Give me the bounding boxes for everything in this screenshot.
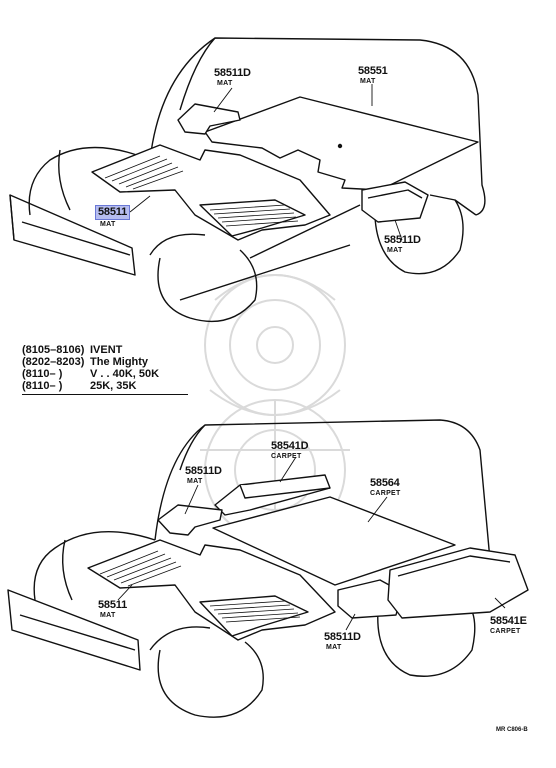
applicability-row: (8110– ) V . . 40K, 50K [22,368,159,380]
callout-58564-bottom: 58564 CARPET [370,477,401,498]
mat-58511d-upper-shape [177,103,241,135]
applicability-range: (8202–8203) [22,356,85,368]
part-type: MAT [100,221,116,228]
part-number: 58511D [324,631,361,643]
callout-58511d-top-upper: 58511D MAT [214,67,251,88]
applicability-range: (8110– ) [22,380,63,392]
callout-58511d-bottom-right: 58511D MAT [324,631,361,652]
part-type: MAT [360,78,376,85]
carpet-58541e-shape [387,547,529,619]
part-number: 58564 [370,477,400,489]
applicability-underline [22,394,188,395]
applicability-range: (8110– ) [22,368,63,380]
part-type: MAT [187,478,203,485]
carpet-58541d-shape [214,474,331,516]
applicability-range: (8105–8106) [22,344,85,356]
applicability-row: (8105–8106) IVENT [22,344,159,356]
applicability-desc: IVENT [90,344,123,356]
part-type: CARPET [370,490,401,497]
callout-58551-top: 58551 MAT [358,65,388,86]
part-number: 58511D [384,234,421,246]
applicability-table: (8105–8106) IVENT (8202–8203) The Mighty… [22,344,188,395]
part-type: MAT [326,644,342,651]
callout-58511-bottom: 58511 MAT [98,599,127,620]
part-type: CARPET [490,628,521,635]
mat-58511d-bottom-upper-shape [157,504,223,536]
callout-58511d-top-right: 58511D MAT [384,234,421,255]
part-number: 58511D [214,67,251,79]
callout-58541d-bottom: 58541D CARPET [271,440,309,461]
callout-58541e-bottom: 58541E CARPET [490,615,527,636]
applicability-desc: The Mighty [90,356,149,368]
applicability-row: (8202–8203) The Mighty [22,356,159,368]
part-type: MAT [100,612,116,619]
carpet-58564-shape [212,496,456,586]
top-vehicle-body [9,37,486,323]
mat-58511d-right-shape [361,181,429,223]
part-number: 58541E [490,615,527,627]
part-number: 58511D [185,465,222,477]
mat-58511-ribs [104,155,299,227]
mat-58511-bottom-ribs [99,550,301,623]
part-number[interactable]: 58511 [95,205,130,220]
part-number: 58551 [358,65,388,77]
callout-58511-top-highlighted[interactable]: 58511 MAT [95,205,130,228]
callout-58511d-bottom-upper: 58511D MAT [185,465,222,486]
leader-lines [117,84,506,631]
part-number: 58511 [98,599,127,611]
part-type: MAT [387,247,403,254]
applicability-row: (8110– ) 25K, 35K [22,380,159,392]
mat-58511d-bottom-right-shape [337,579,403,619]
applicability-desc: V . . 40K, 50K [90,368,160,380]
figure-code: MR C806-B [496,727,528,733]
mat-58551-shape [204,96,479,191]
bottom-vehicle-body [7,419,491,718]
part-number: 58541D [271,440,309,452]
applicability-desc: 25K, 35K [90,380,137,392]
part-type: MAT [217,80,233,87]
part-type: CARPET [271,453,302,460]
